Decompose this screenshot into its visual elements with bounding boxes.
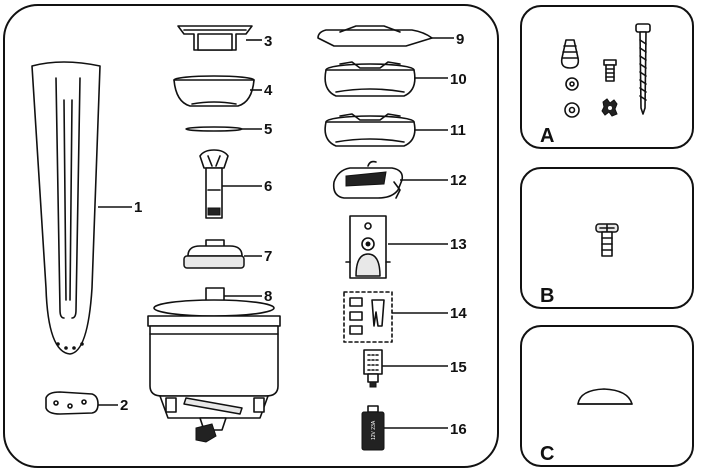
light-kit-plate-icon bbox=[324, 61, 416, 97]
downrod-icon bbox=[199, 149, 229, 219]
pack-letter-b: B bbox=[540, 285, 554, 307]
part-number-5: 5 bbox=[264, 121, 272, 138]
wall-control-icon bbox=[345, 215, 391, 279]
part-number-2: 2 bbox=[120, 397, 128, 414]
blade-screw-icon bbox=[595, 223, 619, 257]
part-number-10: 10 bbox=[450, 71, 467, 88]
part-number-9: 9 bbox=[456, 31, 464, 48]
part-number-4: 4 bbox=[264, 82, 273, 99]
pack-letter-a: A bbox=[540, 125, 554, 147]
light-cover-icon bbox=[317, 25, 433, 47]
blade-balancing-weight-icon bbox=[577, 388, 633, 405]
switch-housing-icon bbox=[324, 113, 416, 147]
hardware-pack-b-panel bbox=[520, 167, 694, 309]
mounting-bracket-icon bbox=[177, 25, 253, 51]
canopy-trim-ring-icon bbox=[185, 126, 243, 132]
coupling-cover-icon bbox=[183, 239, 245, 269]
fan-blade-icon bbox=[31, 61, 101, 355]
led-bulb-icon bbox=[363, 349, 383, 388]
motor-housing-icon bbox=[147, 287, 281, 443]
part-number-8: 8 bbox=[264, 288, 272, 305]
hardware-pack-a-panel bbox=[520, 5, 694, 149]
part-number-12: 12 bbox=[450, 172, 467, 189]
battery-icon: 12V 23A bbox=[361, 405, 385, 451]
hardware-pack-c-panel bbox=[520, 325, 694, 467]
part-number-14: 14 bbox=[450, 305, 467, 322]
part-number-1: 1 bbox=[134, 199, 142, 216]
receiver-icon bbox=[332, 160, 404, 199]
battery-label: 12V 23A bbox=[371, 420, 377, 440]
main-parts-panel bbox=[3, 4, 499, 468]
pack-letter-c: C bbox=[540, 443, 554, 465]
part-number-11: 11 bbox=[450, 122, 466, 139]
part-number-16: 16 bbox=[450, 421, 467, 438]
part-number-6: 6 bbox=[264, 178, 272, 195]
wall-plate-and-screws-icon bbox=[343, 291, 393, 343]
part-number-15: 15 bbox=[450, 359, 467, 376]
part-number-7: 7 bbox=[264, 248, 272, 265]
wire-nuts-washers-screws-icon bbox=[560, 23, 651, 118]
part-number-13: 13 bbox=[450, 236, 467, 253]
canopy-icon bbox=[173, 75, 255, 107]
part-number-3: 3 bbox=[264, 33, 272, 50]
blade-bracket-icon bbox=[45, 391, 99, 415]
